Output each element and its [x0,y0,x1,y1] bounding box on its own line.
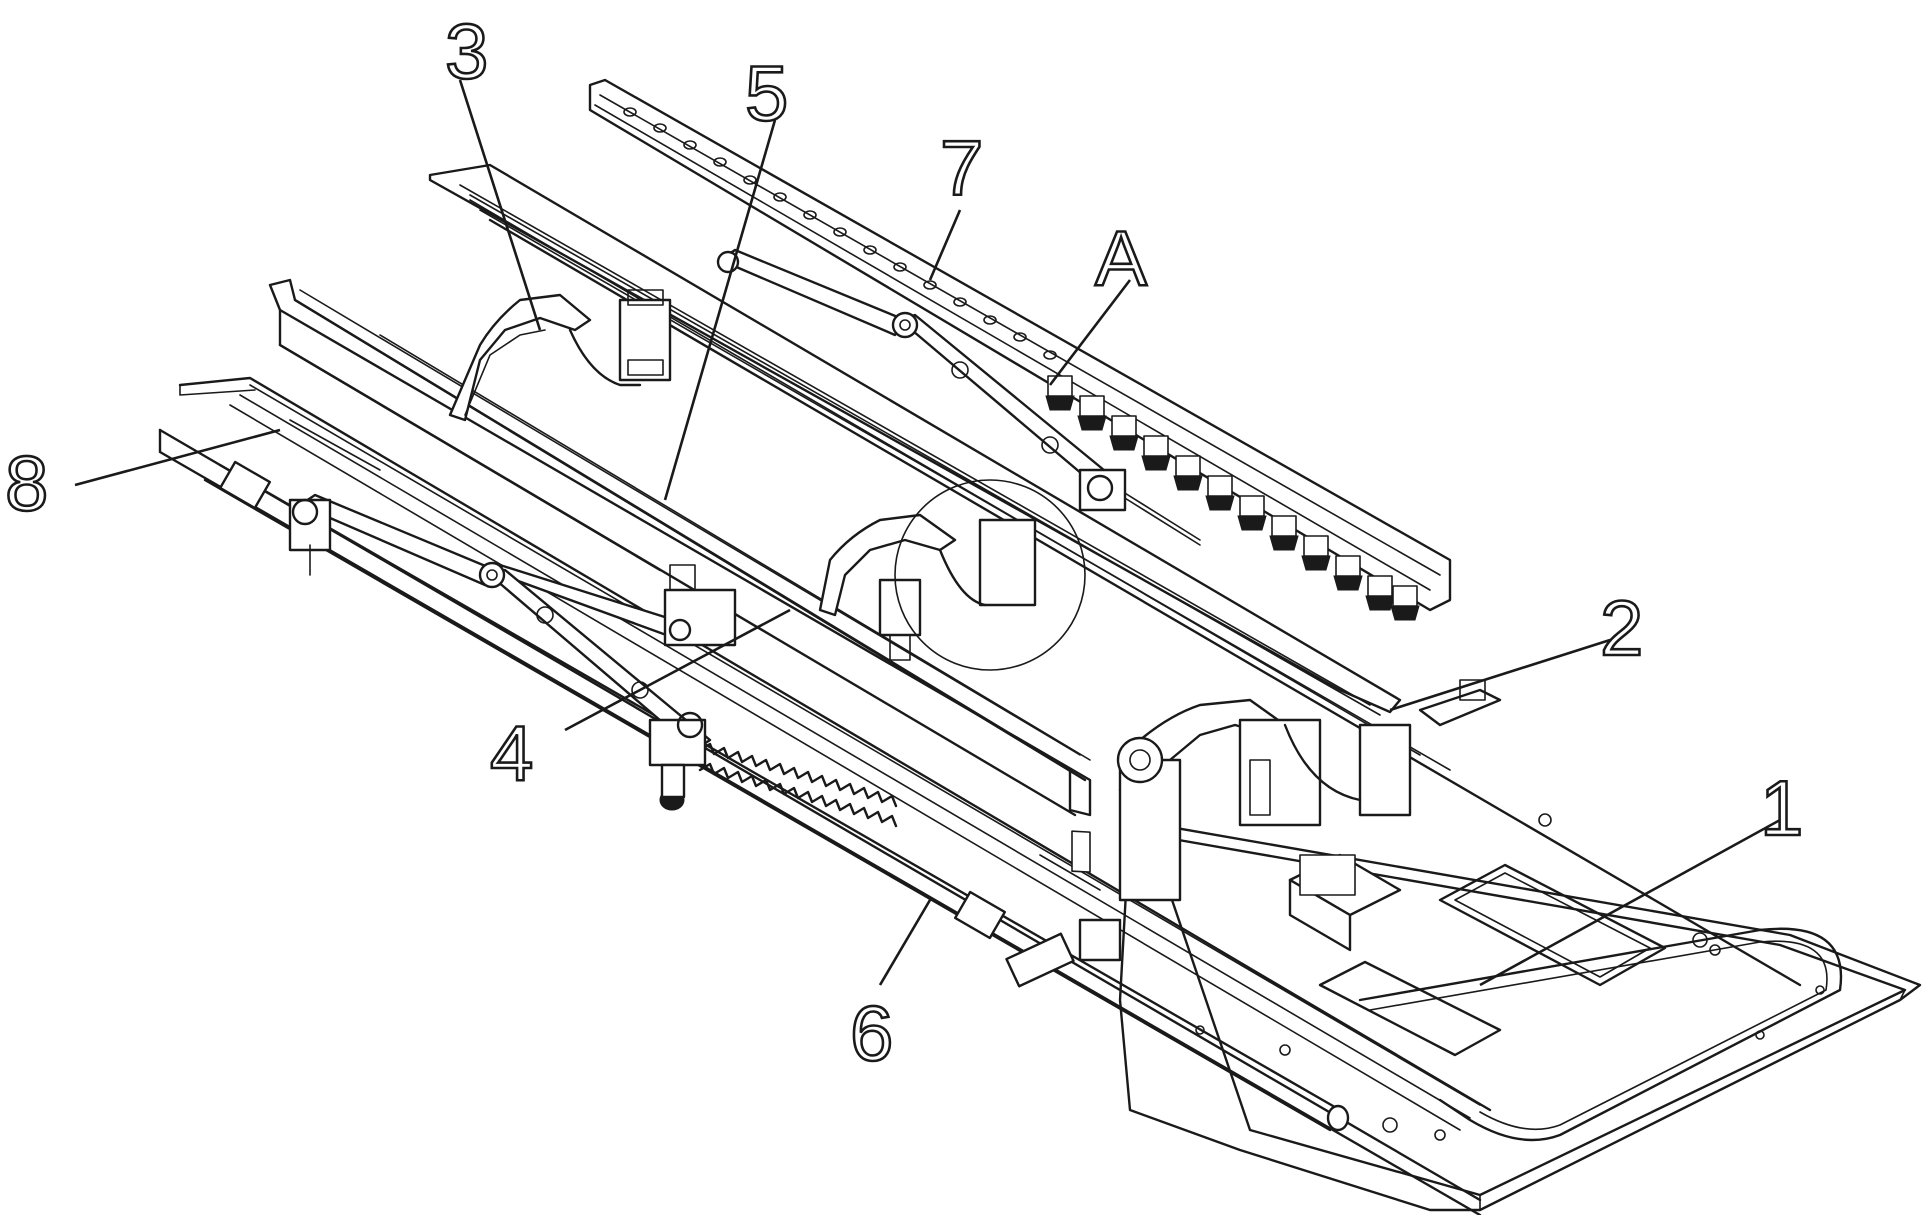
leader-4 [564,608,791,732]
callout-4: 4 [490,709,533,797]
lower-linkage-arm [288,493,737,811]
spring [698,742,898,828]
callout-2: 2 [1600,584,1643,672]
rear-toothed-rail [588,78,1452,621]
lower-arm-pivot [288,498,332,576]
callout-a: A [1095,214,1147,302]
leader-8 [74,428,281,487]
base-plate [1118,813,1922,1212]
lower-arm-bracket [663,564,737,647]
leader-1 [1479,818,1781,987]
leader-5 [663,119,777,501]
leader-2 [1389,638,1611,712]
callout-1: 1 [1760,764,1803,852]
leader-a [1048,279,1132,386]
rail-holes [623,107,1057,360]
front-clamp [1005,918,1122,988]
callout-leaders [74,79,1781,987]
upper-linkage-arm [716,248,1127,512]
upper-slide-rail [428,163,1802,987]
callout-3: 3 [445,7,488,95]
suction-cup-row [1045,375,1420,621]
leader-6 [878,899,932,986]
front-shaft [203,460,1350,1132]
callout-8: 8 [5,439,48,527]
callout-7: 7 [940,124,983,212]
upper-arm-bracket [1078,468,1127,512]
detail-circle-a [894,479,1086,671]
callout-5: 5 [745,49,788,137]
callout-6: 6 [850,989,893,1077]
callout-labels: 1 2 3 4 5 6 7 8 A [4,6,1805,1079]
right-slider-carriage [1418,679,1502,727]
leader-7 [928,209,962,281]
front-fixture-block [1288,853,1402,952]
shaft-bearing-left [218,460,272,510]
middle-beam [268,278,1092,873]
shaft-bearing-mid [953,890,1007,940]
lower-arm-base [648,711,707,811]
gripper-frame-front [1116,698,1412,952]
leader-3 [458,79,542,331]
gripper-frame-rear [448,289,672,422]
gripper-frame-mid [818,513,1037,661]
